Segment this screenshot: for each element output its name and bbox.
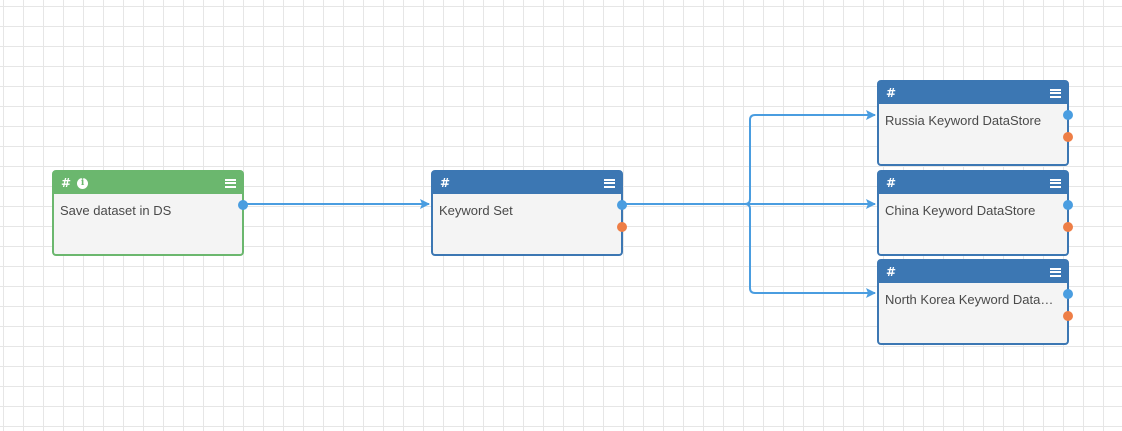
node-title: Keyword Set — [439, 203, 513, 218]
error-port[interactable] — [617, 222, 627, 232]
hash-icon: # — [886, 86, 897, 100]
error-port[interactable] — [1063, 222, 1073, 232]
menu-icon[interactable] — [1050, 88, 1061, 98]
node-header: # — [879, 172, 1067, 194]
info-icon[interactable]: i — [77, 177, 89, 189]
menu-icon[interactable] — [1050, 267, 1061, 277]
node-save-dataset[interactable]: # i Save dataset in DS — [52, 170, 248, 256]
edge-keyword-set-to-russia[interactable] — [623, 110, 876, 205]
error-port[interactable] — [1063, 311, 1073, 321]
menu-icon[interactable] — [225, 178, 236, 188]
node-title: China Keyword DataStore — [885, 203, 1036, 218]
node-header: # i — [54, 172, 242, 194]
hash-icon: # — [440, 176, 451, 190]
output-port[interactable] — [1063, 289, 1073, 299]
menu-icon[interactable] — [1050, 178, 1061, 188]
node-russia-keyword-datastore[interactable]: # Russia Keyword DataStore — [877, 80, 1073, 166]
node-title: Save dataset in DS — [60, 203, 172, 218]
output-port[interactable] — [1063, 110, 1073, 120]
hash-icon: # — [886, 265, 897, 279]
node-china-keyword-datastore[interactable]: # China Keyword DataStore — [877, 170, 1073, 256]
edge-keyword-set-to-north-korea[interactable] — [623, 203, 876, 298]
node-keyword-set[interactable]: # Keyword Set — [431, 170, 627, 256]
hash-icon: # — [61, 176, 72, 190]
node-header: # — [433, 172, 621, 194]
menu-icon[interactable] — [604, 178, 615, 188]
output-port[interactable] — [238, 200, 248, 210]
output-port[interactable] — [617, 200, 627, 210]
output-port[interactable] — [1063, 200, 1073, 210]
node-title: North Korea Keyword Data… — [885, 292, 1054, 307]
hash-icon: # — [886, 176, 897, 190]
error-port[interactable] — [1063, 132, 1073, 142]
node-title: Russia Keyword DataStore — [885, 113, 1042, 128]
node-north-korea-keyword-datastore[interactable]: # North Korea Keyword Data… — [877, 259, 1073, 345]
node-header: # — [879, 82, 1067, 104]
node-header: # — [879, 261, 1067, 283]
